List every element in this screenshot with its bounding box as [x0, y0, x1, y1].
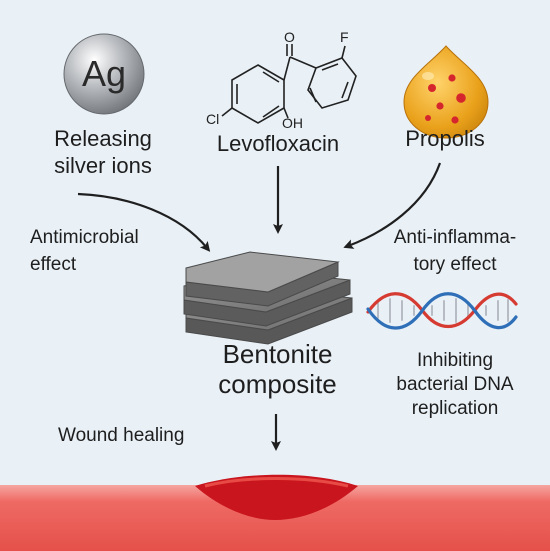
levofloxacin-atom-f: F — [340, 29, 349, 45]
levofloxacin-label: Levofloxacin — [216, 131, 340, 156]
arrow-icon — [77, 162, 442, 451]
wound-skin-illustration — [0, 474, 550, 551]
silver-sphere-icon — [63, 33, 145, 115]
levofloxacin-atom-oh: OH — [282, 115, 303, 131]
molecule-icon — [221, 44, 357, 124]
silver-symbol: Ag — [81, 53, 127, 94]
anti-inflammatory-line2: tory effect — [413, 254, 497, 275]
anti-inflammatory-line1: Anti-inflamma- — [393, 227, 517, 248]
wound-healing-label: Wound healing — [58, 425, 185, 446]
dna-effect-line3: replication — [411, 398, 499, 419]
antimicrobial-line1: Antimicrobial — [30, 227, 139, 248]
dna-effect-line1: Inhibiting — [416, 350, 494, 371]
antimicrobial-line2: effect — [30, 254, 77, 275]
bentonite-stack-icon — [183, 251, 353, 345]
silver-label-line2: silver ions — [54, 153, 152, 178]
levofloxacin-atom-cl: Cl — [206, 111, 220, 127]
levofloxacin-atom-o: O — [284, 29, 295, 45]
propolis-drop-icon — [403, 45, 489, 139]
propolis-label: Propolis — [405, 126, 485, 151]
composite-line1: Bentonite — [222, 339, 333, 369]
dna-effect-line2: bacterial DNA — [396, 374, 514, 395]
composite-line2: composite — [218, 369, 337, 399]
silver-label-line1: Releasing — [54, 126, 152, 151]
dna-helix-icon — [366, 292, 518, 330]
